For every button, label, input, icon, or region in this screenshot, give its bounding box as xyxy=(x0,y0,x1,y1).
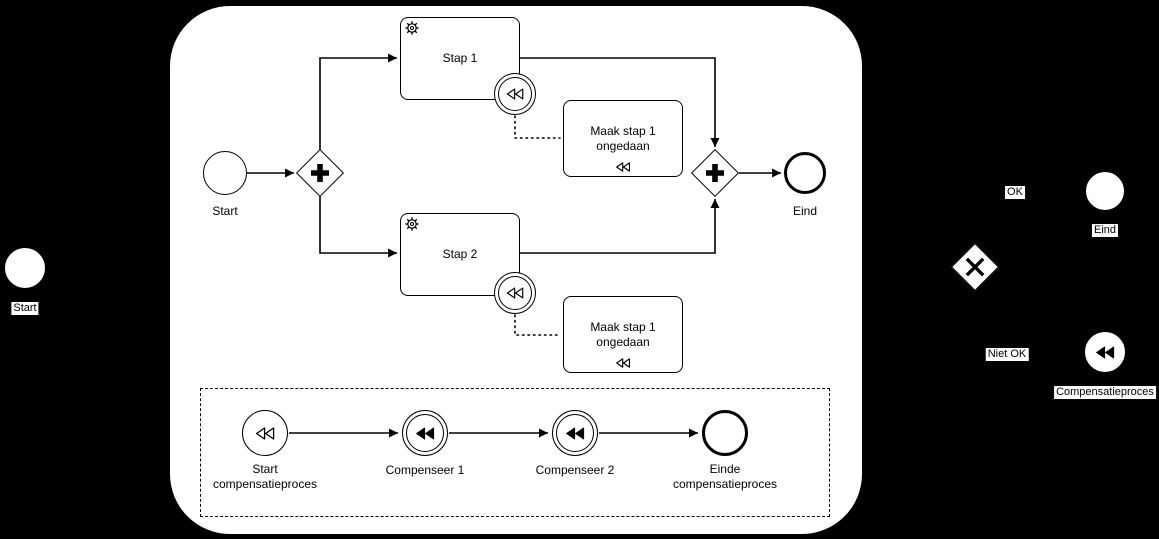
compensation-end-event[interactable] xyxy=(702,410,748,456)
compensate-1-event[interactable] xyxy=(402,410,448,456)
compensation-icon xyxy=(616,358,631,368)
x-icon xyxy=(965,257,985,277)
task-label: Maak stap 1 ongedaan xyxy=(590,123,656,153)
start-event-label: Start xyxy=(212,204,238,218)
compensation-start-label: Start compensatieproces xyxy=(212,462,318,491)
gear-icon xyxy=(405,217,419,231)
compensation-group-frame xyxy=(200,388,830,517)
compensation-throw-event[interactable] xyxy=(1083,330,1127,374)
end-event[interactable] xyxy=(784,152,826,194)
compensate-1-label: Compenseer 1 xyxy=(385,463,465,477)
event-inner-ring xyxy=(406,414,444,452)
compensatieproces-label: Compensatieproces xyxy=(1054,386,1156,399)
task-label: Stap 1 xyxy=(442,51,478,65)
event-inner-ring xyxy=(498,276,532,310)
task-label: Maak stap 1 ongedaan xyxy=(590,319,656,349)
plus-icon xyxy=(311,164,329,182)
compensation-end-label: Einde compensatieproces xyxy=(672,462,778,491)
compensate-2-event[interactable] xyxy=(552,410,598,456)
comp-task-undo-2[interactable]: Maak stap 1 ongedaan xyxy=(563,296,683,373)
event-inner-ring xyxy=(498,77,532,111)
compensation-icon xyxy=(1096,346,1115,358)
boundary-compensation-event-1[interactable] xyxy=(494,73,536,115)
compensate-2-label: Compenseer 2 xyxy=(535,463,615,477)
compensation-start-event[interactable] xyxy=(242,410,288,456)
task-label: Stap 2 xyxy=(442,247,478,261)
start-event[interactable] xyxy=(203,151,247,195)
gear-icon xyxy=(405,21,419,35)
plus-icon xyxy=(706,164,724,182)
boundary-compensation-event-2[interactable] xyxy=(494,272,536,314)
outside-end-label: Eind xyxy=(1091,224,1119,237)
outside-start-event[interactable] xyxy=(3,246,47,290)
ok-label: OK xyxy=(1005,186,1025,199)
outside-end-event[interactable] xyxy=(1084,170,1126,212)
event-inner-ring xyxy=(556,414,594,452)
outside-start-label: Start xyxy=(11,302,39,315)
end-event-label: Eind xyxy=(792,204,818,218)
comp-task-undo-1[interactable]: Maak stap 1 ongedaan xyxy=(563,100,683,177)
compensation-icon xyxy=(255,426,275,440)
compensation-icon xyxy=(616,162,631,172)
niet-ok-label: Niet OK xyxy=(985,348,1029,361)
